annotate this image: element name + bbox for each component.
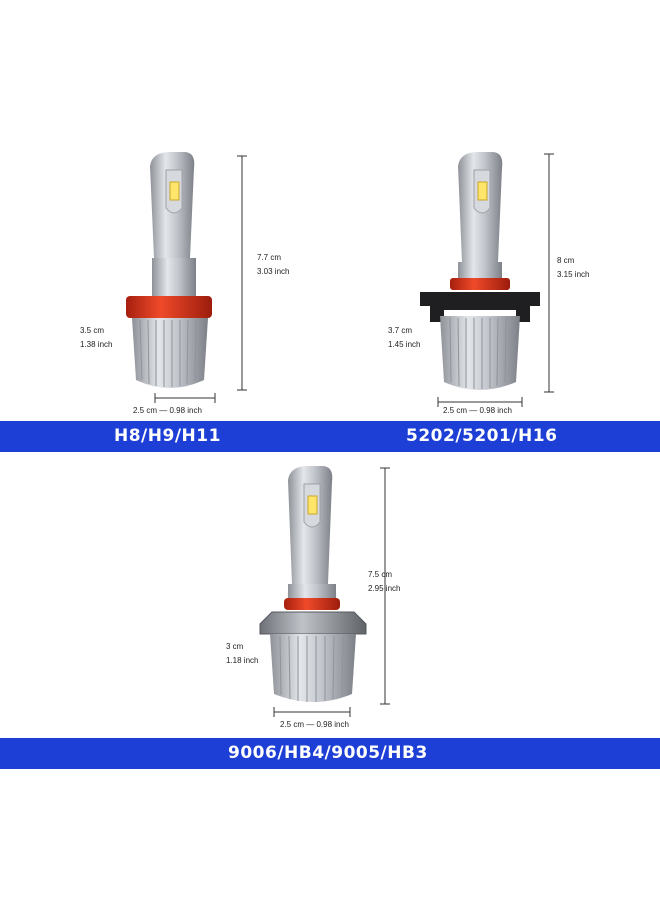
model-label-h8-h9-h11: H8/H9/H11 [114, 426, 221, 446]
height-label: 7.7 cm 3.03 inch [257, 253, 289, 277]
model-band-bottom: 9006/HB4/9005/HB3 [0, 738, 660, 769]
base-height-cm: 3.7 cm [388, 326, 413, 335]
base-height-cm: 3.5 cm [80, 326, 105, 335]
height-label: 7.5 cm 2.95 inch [368, 570, 400, 594]
height-inch: 3.03 inch [257, 267, 290, 276]
led-bulb-image [420, 152, 554, 407]
base-height-cm: 3 cm [226, 642, 244, 651]
base-height-inch: 1.18 inch [226, 656, 259, 665]
width-label: 2.5 cm — 0.98 inch [443, 406, 512, 415]
base-height-label: 3.5 cm 1.38 inch [80, 326, 112, 350]
model-label-9006-hb4-9005-hb3: 9006/HB4/9005/HB3 [228, 743, 428, 763]
base-height-label: 3 cm 1.18 inch [226, 642, 258, 666]
width-label: 2.5 cm — 0.98 inch [280, 720, 349, 729]
height-inch: 3.15 inch [557, 270, 590, 279]
model-band-top: H8/H9/H11 5202/5201/H16 [0, 421, 660, 452]
model-label-5202-5201-h16: 5202/5201/H16 [406, 426, 558, 446]
base-height-label: 3.7 cm 1.45 inch [388, 326, 420, 350]
led-bulb-image [126, 152, 247, 403]
height-inch: 2.95 inch [368, 584, 401, 593]
height-cm: 7.7 cm [257, 253, 282, 262]
height-label: 8 cm 3.15 inch [557, 256, 589, 280]
width-label: 2.5 cm — 0.98 inch [133, 406, 202, 415]
height-cm: 7.5 cm [368, 570, 393, 579]
height-cm: 8 cm [557, 256, 575, 265]
base-height-inch: 1.38 inch [80, 340, 113, 349]
base-height-inch: 1.45 inch [388, 340, 421, 349]
led-bulb-image [259, 466, 390, 717]
